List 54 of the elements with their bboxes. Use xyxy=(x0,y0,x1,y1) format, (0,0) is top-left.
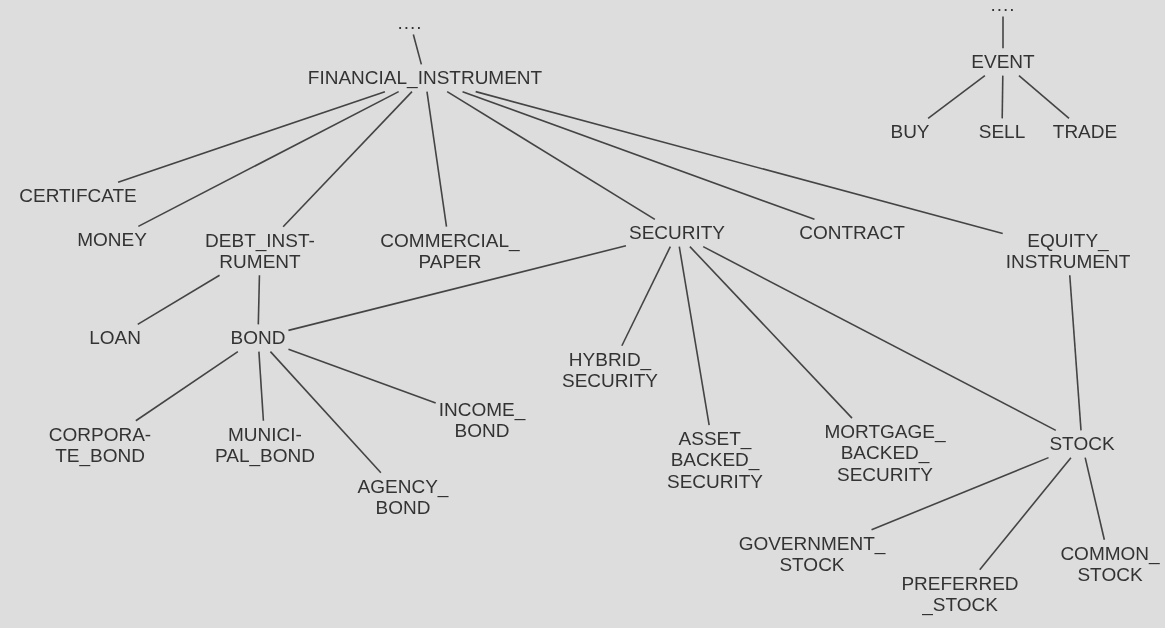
term-label: COMMON_ STOCK xyxy=(1060,542,1160,586)
term-label: BUY xyxy=(890,121,930,143)
connector-line xyxy=(474,90,1004,235)
term-label: SECURITY xyxy=(628,222,726,244)
connector-line xyxy=(461,90,816,221)
connector-line xyxy=(978,456,1072,571)
connector-line xyxy=(1002,15,1004,50)
connector-line xyxy=(689,245,853,419)
connector-line xyxy=(287,245,627,332)
term-label: PREFERRED _STOCK xyxy=(901,572,1019,616)
term-label: MUNICI- PAL_BOND xyxy=(215,423,315,467)
connector-line xyxy=(621,245,672,347)
ellipsis-term: .... xyxy=(397,12,423,32)
term-label: HYBRID_ SECURITY xyxy=(561,348,659,392)
ellipsis-term: .... xyxy=(990,0,1016,14)
connector-line xyxy=(135,350,239,422)
term-label: DEBT_INST- RUMENT xyxy=(205,229,315,273)
term-label: MONEY xyxy=(77,229,147,251)
connector-line xyxy=(137,90,400,228)
term-label: ASSET_ BACKED_ SECURITY xyxy=(666,428,764,492)
term-label: CERTIFCATE xyxy=(19,185,137,207)
term-label: STOCK xyxy=(1049,433,1115,455)
term-label: CORPORA- TE_BOND xyxy=(48,423,152,467)
connector-line xyxy=(870,456,1050,531)
connector-line xyxy=(257,274,261,326)
connector-line xyxy=(1068,274,1082,432)
term-label: BOND xyxy=(230,327,286,349)
connector-line xyxy=(702,245,1057,432)
term-label: EVENT xyxy=(971,51,1035,73)
connector-line xyxy=(446,90,656,221)
term-label: TRADE xyxy=(1052,121,1118,143)
term-label: SELL xyxy=(978,121,1026,143)
term-label: COMMERCIAL_ PAPER xyxy=(380,229,520,273)
term-label: MORTGAGE_ BACKED_ SECURITY xyxy=(824,421,946,485)
connector-line xyxy=(258,350,265,422)
connector-line xyxy=(1018,74,1070,120)
connector-line xyxy=(1001,74,1004,120)
term-label: AGENCY_ BOND xyxy=(357,475,449,519)
connector-line xyxy=(927,74,986,120)
term-label: FINANCIAL_INSTRUMENT xyxy=(307,67,543,89)
term-label: GOVERNMENT_ STOCK xyxy=(738,532,886,576)
connector-line xyxy=(412,33,423,66)
connector-line xyxy=(136,274,221,326)
connector-line xyxy=(426,90,448,228)
term-label: LOAN xyxy=(89,327,141,349)
connector-line xyxy=(282,90,413,228)
connector-line xyxy=(117,90,386,184)
connector-line xyxy=(287,348,437,404)
term-label: CONTRACT xyxy=(799,222,905,244)
connector-line xyxy=(269,350,382,474)
connector-line xyxy=(678,245,710,426)
term-label: INCOME_ BOND xyxy=(438,398,526,442)
term-label: EQUITY_ INSTRUMENT xyxy=(1005,229,1131,273)
connector-line xyxy=(1084,456,1106,541)
